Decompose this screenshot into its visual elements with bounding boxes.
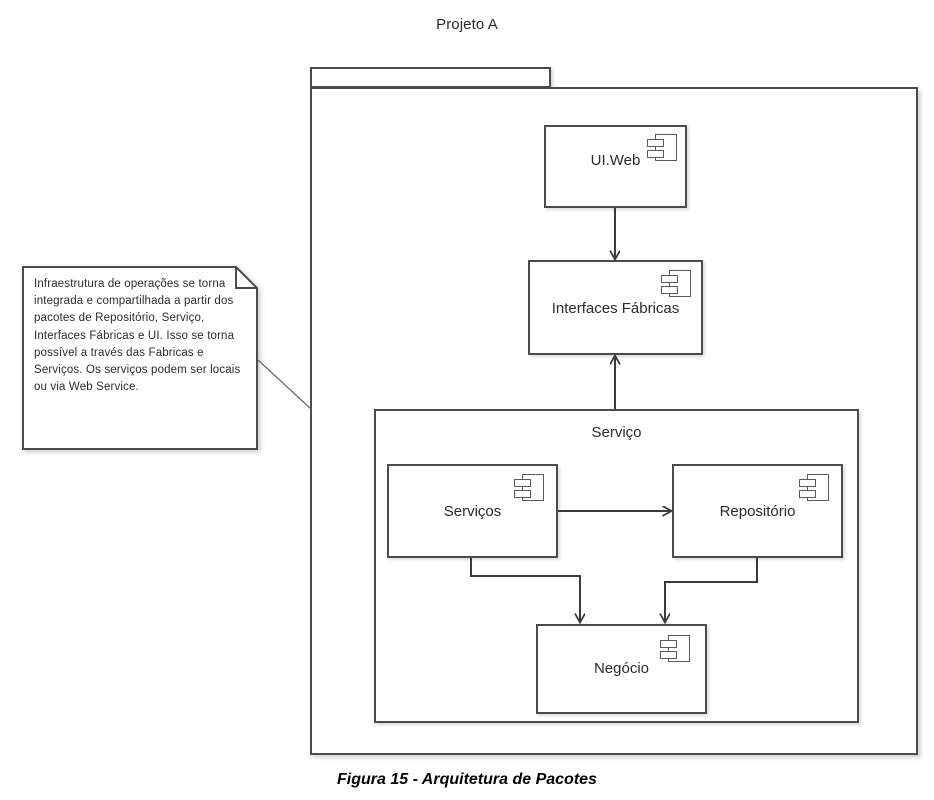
note-text: Infraestrutura de operações se torna int… xyxy=(34,278,241,394)
note-shape-icon xyxy=(22,266,258,450)
package-label-servico: Serviço xyxy=(591,424,642,441)
component-repositorio[interactable]: Repositório xyxy=(672,464,843,558)
uml-component-icon xyxy=(514,474,544,501)
component-label-negocio: Negócio xyxy=(593,660,650,677)
component-label-servicos: Serviços xyxy=(443,503,502,520)
component-interfaces-fabricas[interactable]: Interfaces Fábricas xyxy=(528,260,703,355)
component-negocio[interactable]: Negócio xyxy=(536,624,707,714)
diagram-title: Projeto A xyxy=(436,16,498,33)
component-label-interfaces-fabricas: Interfaces Fábricas xyxy=(551,300,680,317)
architecture-note[interactable]: Infraestrutura de operações se torna int… xyxy=(22,266,258,450)
package-tab-projeto-a xyxy=(310,67,551,88)
figure-caption: Figura 15 - Arquitetura de Pacotes xyxy=(337,771,597,788)
uml-component-icon xyxy=(647,134,677,161)
uml-component-icon xyxy=(660,635,690,662)
uml-component-icon xyxy=(799,474,829,501)
component-ui-web[interactable]: UI.Web xyxy=(544,125,687,208)
note-leader-line xyxy=(257,359,312,410)
component-label-repositorio: Repositório xyxy=(719,503,796,520)
component-label-ui-web: UI.Web xyxy=(590,152,641,169)
component-servicos[interactable]: Serviços xyxy=(387,464,558,558)
uml-component-icon xyxy=(661,270,691,297)
